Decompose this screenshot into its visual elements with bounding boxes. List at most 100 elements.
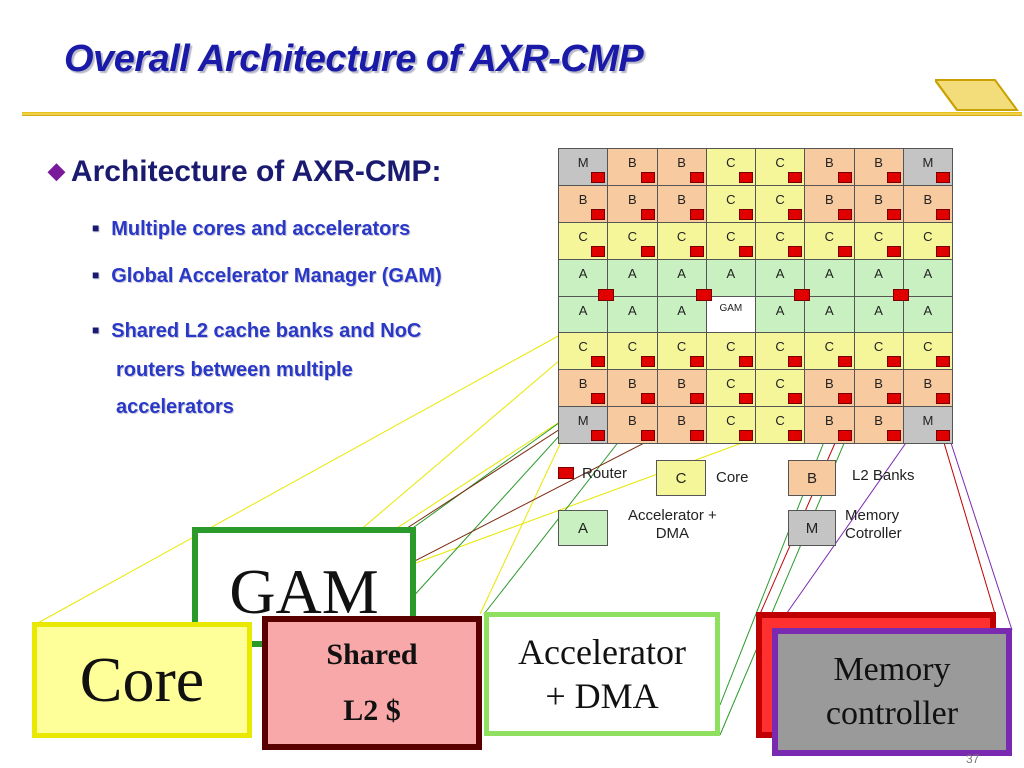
page-number: 37 bbox=[966, 752, 980, 766]
grid-cell-label: C bbox=[775, 339, 785, 355]
square-bullet-icon: ■ bbox=[92, 268, 100, 282]
grid-cell-label: B bbox=[578, 376, 588, 392]
grid-cell-label: B bbox=[825, 413, 834, 429]
grid-cell: A bbox=[805, 259, 854, 296]
grid-cell: B bbox=[903, 185, 952, 222]
router-icon bbox=[936, 171, 950, 183]
grid-cell: A bbox=[903, 296, 952, 333]
grid-cell: C bbox=[706, 370, 755, 407]
diamond-bullet-icon: ◆ bbox=[48, 158, 65, 183]
router-icon bbox=[936, 356, 950, 368]
router-icon bbox=[640, 245, 655, 257]
router-icon bbox=[689, 430, 704, 441]
grid-cell-label: C bbox=[775, 191, 785, 207]
grid-cell-label: M bbox=[577, 413, 589, 429]
grid-cell: C bbox=[608, 222, 657, 259]
grid-cell: M bbox=[903, 407, 952, 443]
grid-cell: C bbox=[559, 222, 608, 259]
grid-cell: A bbox=[805, 296, 854, 333]
router-icon bbox=[936, 208, 950, 220]
grid-cell-label: C bbox=[775, 155, 785, 170]
router-icon bbox=[640, 171, 655, 183]
router-icon bbox=[640, 430, 655, 441]
grid-cell: M bbox=[903, 149, 952, 185]
grid-cell: C bbox=[706, 333, 755, 370]
legend-acc-label: Accelerator +DMA bbox=[628, 507, 717, 542]
router-icon bbox=[837, 393, 852, 405]
grid-cell: A bbox=[608, 259, 657, 296]
router-icon bbox=[689, 356, 704, 368]
router-icon bbox=[591, 430, 606, 441]
router-icon bbox=[591, 208, 606, 220]
grid-cell: C bbox=[854, 333, 903, 370]
grid-cell-label: B bbox=[628, 376, 637, 392]
grid-cell: M bbox=[559, 149, 608, 185]
router-icon bbox=[591, 171, 606, 183]
grid-cell: A bbox=[706, 259, 755, 296]
grid-cell: B bbox=[854, 149, 903, 185]
grid-cell-label: B bbox=[825, 191, 834, 207]
router-icon bbox=[837, 245, 852, 257]
grid-cell: B bbox=[854, 407, 903, 443]
grid-cell-label: C bbox=[726, 191, 736, 207]
grid-cell-label: B bbox=[677, 376, 686, 392]
accelerator-dma-box: Accelerator+ DMA bbox=[484, 612, 720, 736]
title-arrow-icon bbox=[935, 79, 1019, 111]
router-icon bbox=[739, 393, 753, 405]
grid-cell-label: A bbox=[874, 265, 883, 281]
grid-cell-label: A bbox=[775, 302, 785, 318]
router-icon bbox=[886, 171, 901, 183]
grid-cell-label: A bbox=[578, 302, 588, 318]
grid-cell-label: B bbox=[923, 376, 933, 392]
grid-cell-label: M bbox=[577, 155, 589, 170]
router-icon bbox=[591, 245, 606, 257]
router-icon bbox=[689, 208, 704, 220]
grid-cell: C bbox=[706, 407, 755, 443]
grid-cell-label: B bbox=[874, 155, 883, 170]
grid-cell: GAM bbox=[706, 296, 755, 333]
grid-cell-label: B bbox=[628, 191, 637, 207]
router-icon bbox=[640, 208, 655, 220]
grid-cell: B bbox=[608, 149, 657, 185]
grid-cell-label: B bbox=[628, 155, 637, 170]
grid-cell-label: C bbox=[775, 376, 785, 392]
grid-cell-label: M bbox=[922, 413, 934, 429]
grid-cell-label: C bbox=[726, 339, 736, 355]
router-icon bbox=[886, 245, 901, 257]
grid-cell-label: A bbox=[726, 265, 736, 281]
grid-cell: B bbox=[805, 407, 854, 443]
router-icon bbox=[696, 289, 712, 301]
grid-cell: B bbox=[657, 407, 706, 443]
legend-router-label: Router bbox=[582, 465, 628, 482]
grid-cell: A bbox=[854, 296, 903, 333]
grid-cell: B bbox=[608, 370, 657, 407]
grid-cell-label: B bbox=[874, 191, 883, 207]
router-icon bbox=[689, 171, 704, 183]
grid-cell-label: B bbox=[825, 155, 834, 170]
router-icon bbox=[936, 430, 950, 441]
router-icon bbox=[886, 393, 901, 405]
grid-cell: C bbox=[756, 185, 805, 222]
router-icon bbox=[788, 245, 803, 257]
grid-cell: C bbox=[559, 333, 608, 370]
router-icon bbox=[886, 430, 901, 441]
router-icon bbox=[893, 289, 909, 301]
title-rule bbox=[22, 112, 1022, 116]
core-box: Core bbox=[32, 622, 252, 738]
router-icon bbox=[794, 289, 810, 301]
router-icon bbox=[739, 208, 753, 220]
grid-cell-label: B bbox=[677, 191, 686, 207]
grid-cell-label: A bbox=[677, 302, 686, 318]
main-bullet: ◆Architecture of AXR-CMP: bbox=[48, 155, 442, 189]
grid-cell-label: B bbox=[677, 413, 686, 429]
grid-cell: B bbox=[805, 370, 854, 407]
router-icon bbox=[788, 393, 803, 405]
grid-cell: C bbox=[608, 333, 657, 370]
router-icon bbox=[739, 430, 753, 441]
main-bullet-text: Architecture of AXR-CMP: bbox=[70, 155, 442, 188]
grid-cell-label: B bbox=[874, 376, 883, 392]
